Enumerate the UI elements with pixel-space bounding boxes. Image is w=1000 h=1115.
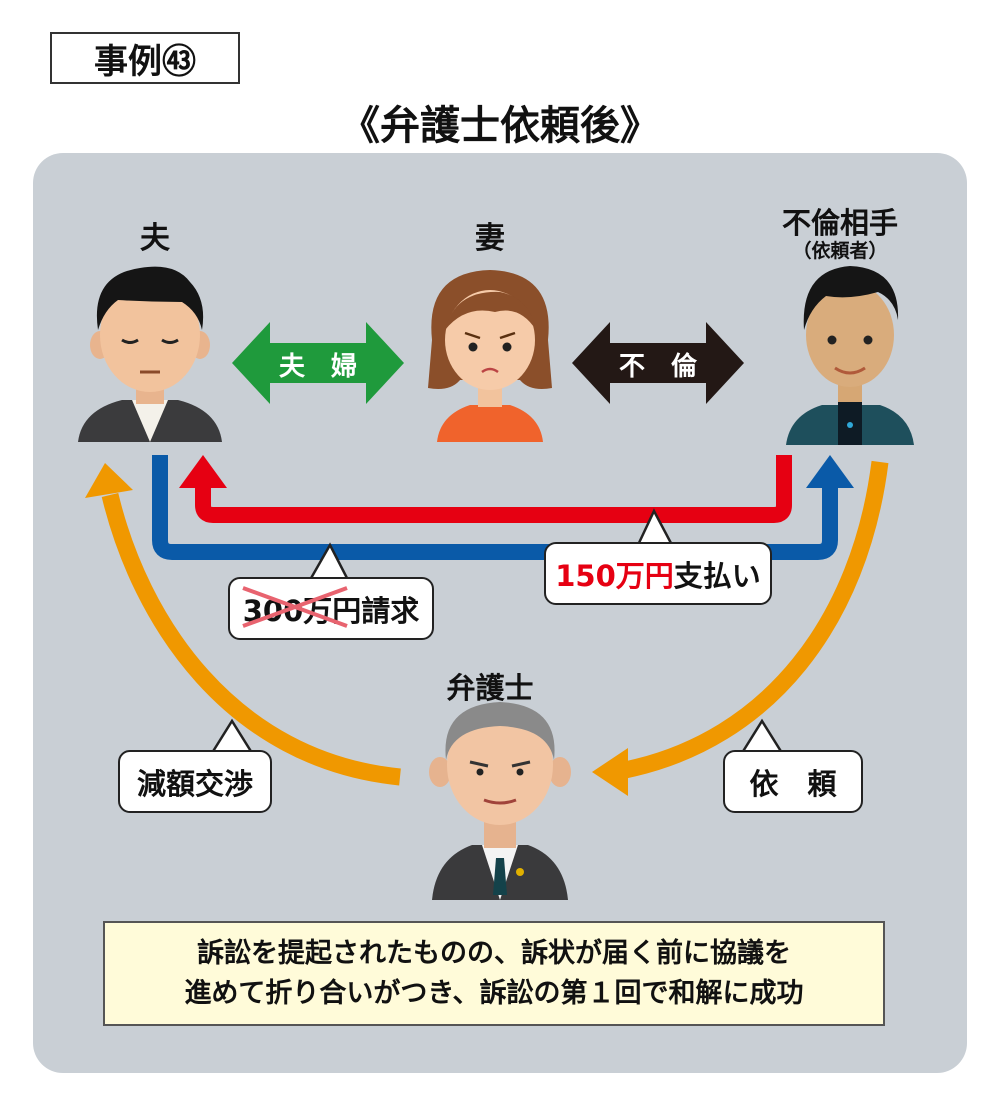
summary-note: 訴訟を提起されたものの、訴状が届く前に協議を 進めて折り合いがつき、訴訟の第１回… bbox=[103, 921, 885, 1026]
strike-cross-icon bbox=[242, 585, 348, 628]
partner-figure bbox=[786, 266, 914, 445]
partner-sublabel: （依頼者） bbox=[792, 240, 888, 262]
affair-label: 不 倫 bbox=[618, 352, 697, 382]
request-bubble: 依 頼 bbox=[723, 750, 863, 813]
summary-line-1: 訴訟を提起されたものの、訴状が届く前に協議を bbox=[197, 938, 791, 970]
blue-claim-line bbox=[152, 455, 838, 560]
page-title: 《弁護士依頼後》 bbox=[340, 103, 660, 149]
orange-request-arc bbox=[623, 460, 889, 779]
negotiation-text: 減額交渉 bbox=[136, 766, 253, 801]
red-payment-line bbox=[195, 455, 792, 523]
orange-arrowhead-left bbox=[85, 463, 133, 498]
payment-bubble: 150万円支払い bbox=[544, 542, 772, 605]
lawyer-label: 弁護士 bbox=[446, 671, 534, 705]
negotiation-bubble: 減額交渉 bbox=[118, 750, 272, 813]
green-couple-arrow bbox=[232, 322, 404, 404]
case-label: 事例㊸ bbox=[50, 32, 240, 84]
partner-label: 不倫相手 bbox=[781, 206, 898, 240]
blue-arrowhead bbox=[806, 455, 854, 488]
black-affair-arrow bbox=[572, 322, 744, 404]
claim-suffix: 請求 bbox=[361, 593, 420, 628]
orange-negotiation-arc bbox=[101, 493, 401, 786]
request-bubble-tail bbox=[739, 718, 785, 755]
wife-label: 妻 bbox=[475, 221, 505, 256]
request-text: 依 頼 bbox=[749, 766, 837, 801]
husband-label: 夫 bbox=[140, 221, 170, 256]
lawyer-figure bbox=[429, 702, 571, 900]
husband-figure bbox=[78, 266, 222, 442]
orange-arrowhead-right bbox=[592, 748, 628, 796]
wife-figure bbox=[428, 270, 552, 442]
summary-line-2: 進めて折り合いがつき、訴訟の第１回で和解に成功 bbox=[184, 977, 804, 1009]
claim-bubble: 300万円 請求 bbox=[228, 577, 434, 640]
red-arrowhead bbox=[179, 455, 227, 488]
couple-label: 夫 婦 bbox=[278, 352, 357, 382]
payment-suffix: 支払い bbox=[673, 558, 761, 593]
payment-amount: 150万円 bbox=[555, 558, 674, 593]
